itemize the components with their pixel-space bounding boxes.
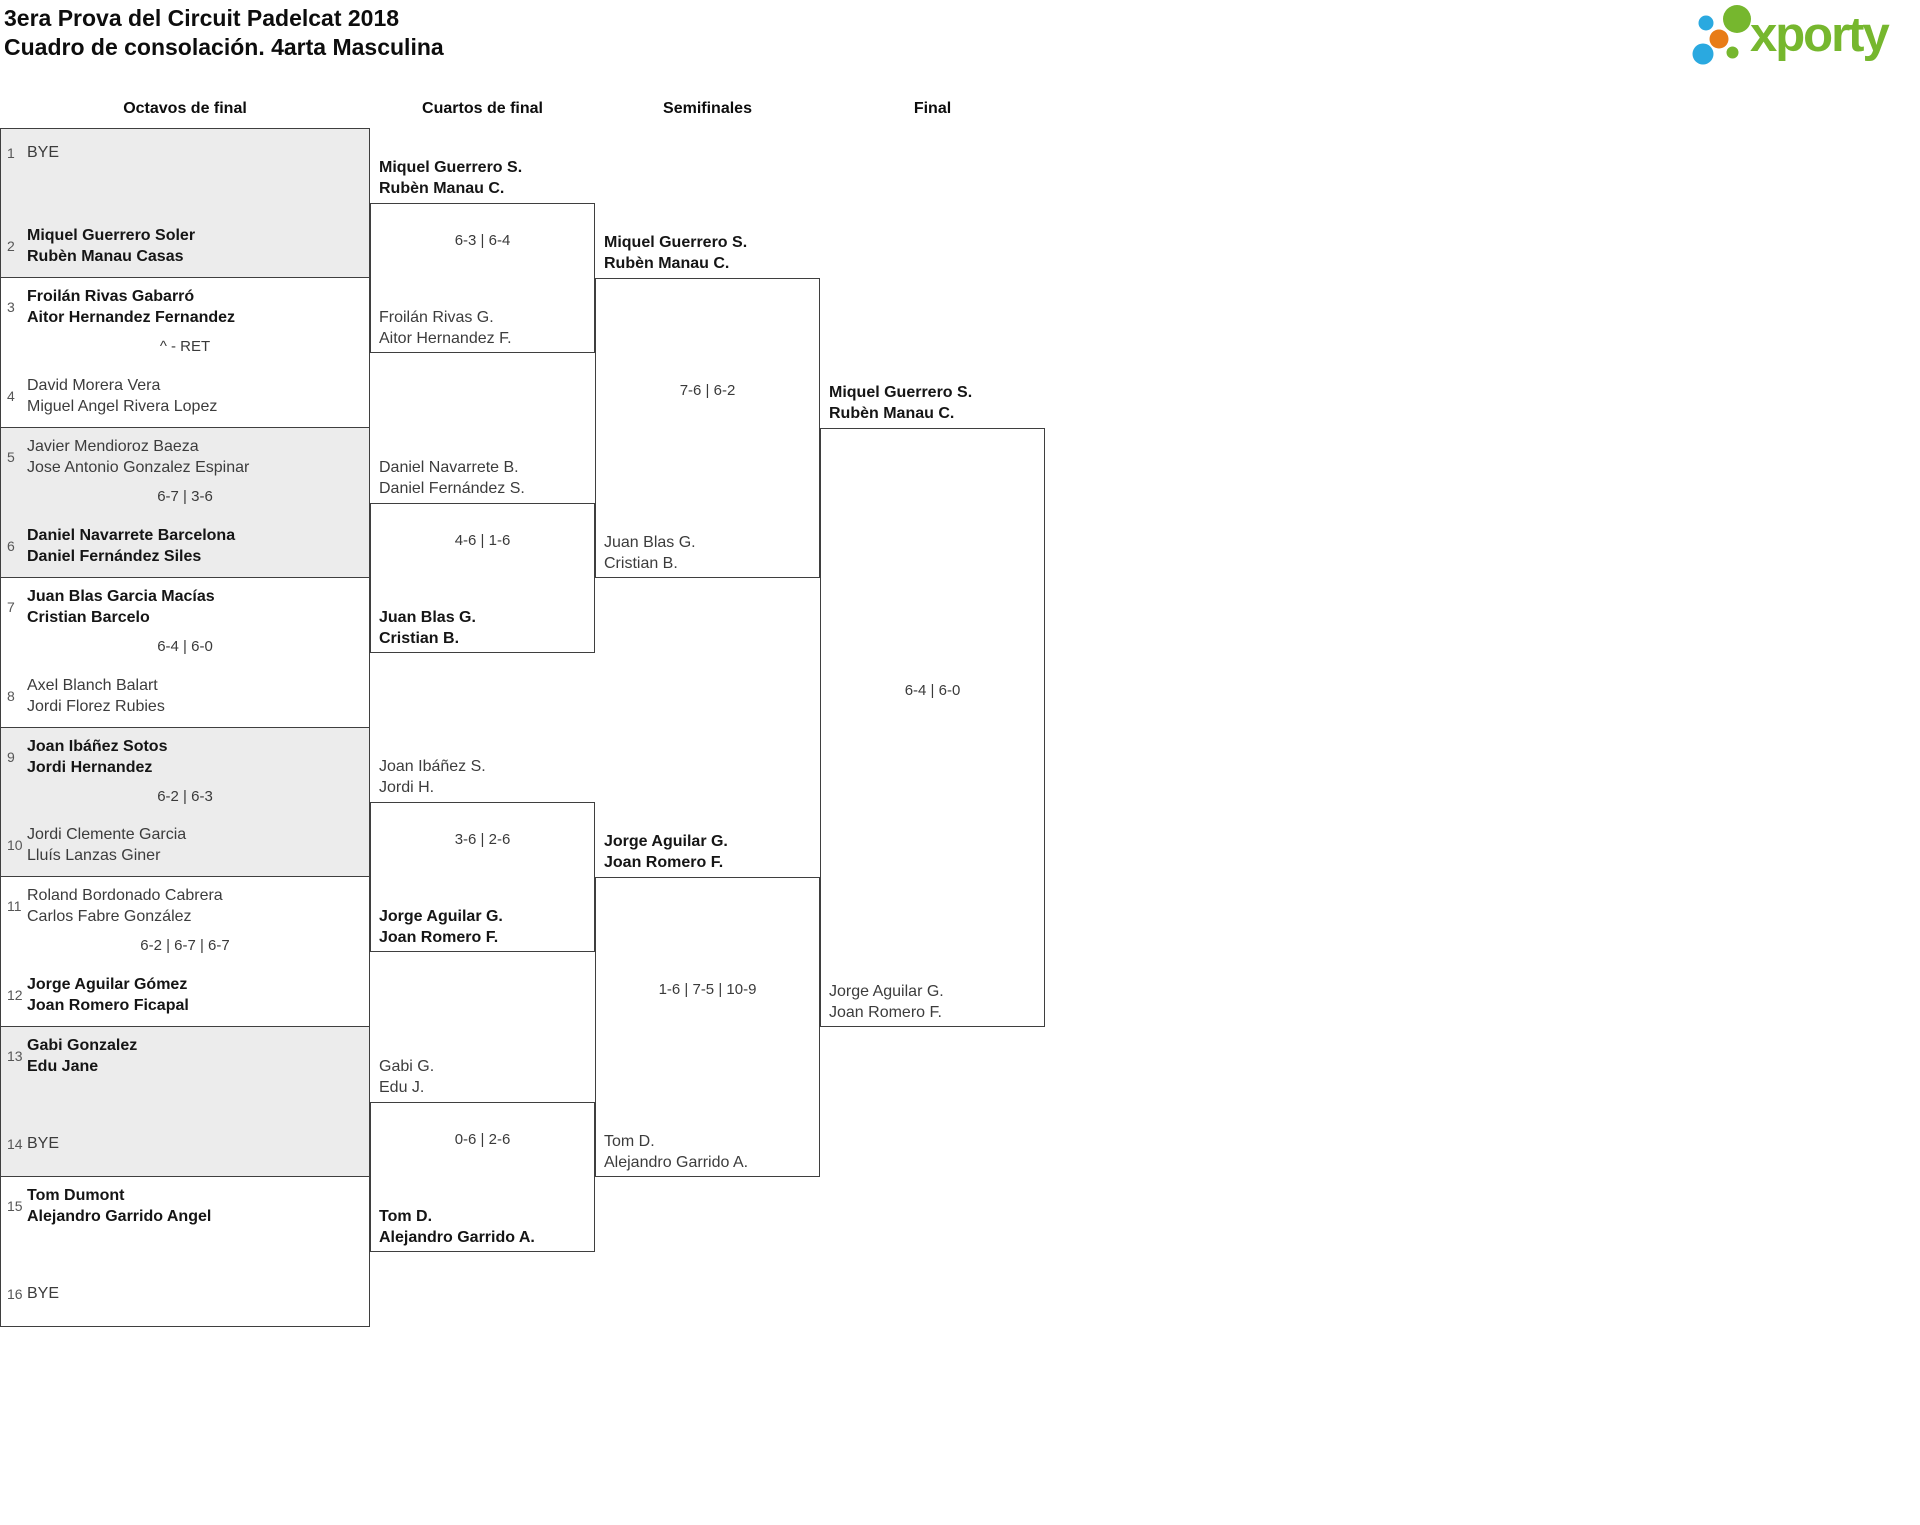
match-score: ^ - RET: [159, 337, 211, 355]
team-label: Miquel Guerrero S.Rubèn Manau C.: [379, 158, 523, 197]
page-title: 3era Prova del Circuit Padelcat 2018 Cua…: [4, 4, 444, 62]
team-label: Jorge Aguilar G.Joan Romero F.: [379, 908, 503, 947]
match-score: 6-4 | 6-0: [904, 681, 961, 699]
round-header-cuartos: Cuartos de final: [422, 100, 543, 117]
match-box: [370, 502, 595, 653]
match-score: 1-6 | 7-5 | 10-9: [658, 981, 757, 999]
team-label: Joan Ibáñez S.Jordi H.: [379, 758, 486, 797]
round-header-octavos: Octavos de final: [123, 100, 247, 117]
seed-number: 12: [7, 987, 23, 1004]
seed-number: 14: [7, 1135, 23, 1152]
team-label: Jorge Aguilar G.Joan Romero F.: [604, 833, 728, 872]
bracket-subtitle: Cuadro de consolación. 4arta Masculina: [4, 34, 444, 60]
match-box: [820, 427, 1045, 1028]
team-label: Froilán Rivas G.Aitor Hernandez F.: [379, 308, 512, 347]
seed-number: 13: [7, 1048, 23, 1065]
match-score: 0-6 | 2-6: [454, 1131, 511, 1149]
team-label: Tom D.Alejandro Garrido A.: [379, 1208, 535, 1247]
team-label: Tom D.Alejandro Garrido A.: [604, 1133, 749, 1172]
team-label: Jorge Aguilar G.Joan Romero F.: [829, 983, 944, 1022]
match-score: 6-4 | 6-0: [157, 637, 213, 655]
tournament-title: 3era Prova del Circuit Padelcat 2018: [4, 5, 400, 31]
seed-number: 16: [7, 1285, 23, 1302]
match-score: 6-3 | 6-4: [454, 231, 511, 249]
seed-number: 9: [7, 748, 15, 765]
seed-number: 4: [7, 387, 15, 404]
xporty-logo-icon: [1692, 5, 1751, 65]
seed-number: 8: [7, 687, 15, 704]
team-label: Juan Blas G.Cristian B.: [604, 533, 696, 572]
match-score: 4-6 | 1-6: [454, 531, 511, 549]
logo-text: xporty: [1750, 8, 1890, 62]
match-box: [595, 277, 820, 578]
seed-number: 11: [7, 898, 22, 915]
seed-number: 10: [7, 837, 23, 854]
round-header-final: Final: [913, 100, 952, 117]
match-score: 3-6 | 2-6: [454, 831, 511, 849]
match-box: [595, 877, 820, 1178]
seed-number: 3: [7, 298, 15, 315]
seed-number: 5: [7, 448, 15, 465]
team-label: Miquel Guerrero S.Rubèn Manau C.: [829, 383, 973, 422]
seed-number: 15: [7, 1198, 23, 1215]
match-score: 6-2 | 6-7 | 6-7: [140, 937, 230, 955]
seed-number: 6: [7, 537, 15, 554]
match-score: 6-7 | 3-6: [157, 487, 213, 505]
team-label: Daniel Navarrete B.Daniel Fernández S.: [379, 458, 525, 497]
seed-number: 7: [7, 598, 15, 615]
match-score: 7-6 | 6-2: [679, 381, 736, 399]
team-label: Miquel Guerrero S.Rubèn Manau C.: [604, 233, 748, 272]
match-box: [370, 202, 595, 353]
match-box: [370, 1102, 595, 1253]
round-header-semifinales: Semifinales: [663, 100, 752, 117]
match-box: [370, 802, 595, 953]
team-label: Gabi G.Edu J.: [379, 1058, 435, 1097]
seed-number: 2: [7, 237, 15, 254]
seed-number: 1: [7, 144, 15, 161]
match-score: 6-2 | 6-3: [157, 787, 213, 805]
team-label: Juan Blas G.Cristian B.: [379, 608, 476, 647]
